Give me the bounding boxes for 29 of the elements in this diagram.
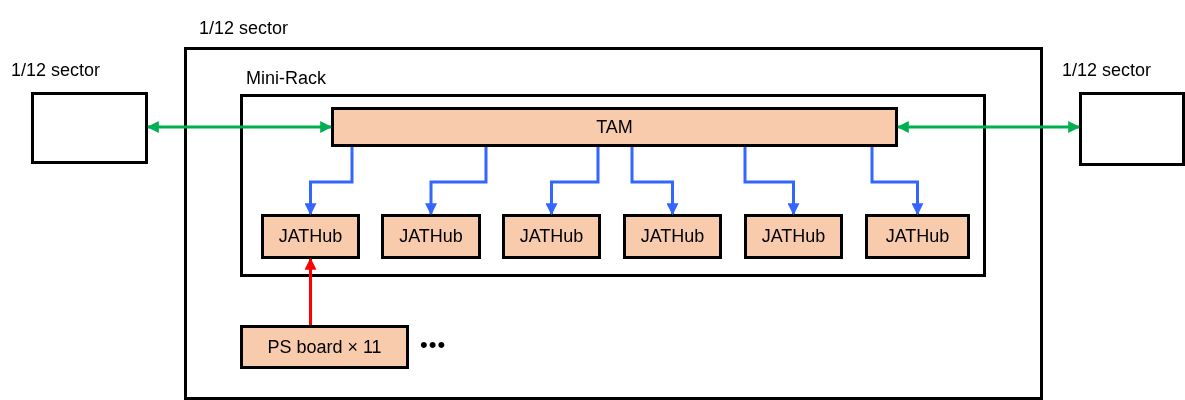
arrow xyxy=(870,147,924,216)
heading: Mini-Rack xyxy=(246,68,326,89)
arrow xyxy=(146,121,333,133)
node-label: JATHub xyxy=(399,226,463,247)
arrow xyxy=(743,147,800,216)
node-label: PS board × 11 xyxy=(267,336,382,358)
hub-box xyxy=(623,214,722,259)
hub-box xyxy=(261,214,360,259)
hub-box xyxy=(502,214,601,259)
hub-box xyxy=(744,214,843,259)
node-label: JATHub xyxy=(885,226,950,247)
hub-box xyxy=(865,214,970,259)
node-label: JATHub xyxy=(278,226,343,247)
hub-box xyxy=(381,214,481,259)
arrow xyxy=(896,121,1081,133)
heading: 1/12 sector xyxy=(1062,60,1152,81)
heading: 1/12 sector xyxy=(199,18,289,39)
module-box xyxy=(331,107,898,147)
heading: 1/12 sector xyxy=(11,60,101,81)
node-label: JATHub xyxy=(761,226,826,247)
arrow xyxy=(545,147,600,216)
arrow xyxy=(425,147,488,216)
node-label: JATHub xyxy=(640,226,705,247)
node-label: JATHub xyxy=(519,226,584,247)
arrow xyxy=(304,257,317,325)
arrow xyxy=(304,147,354,216)
arrow xyxy=(630,147,679,216)
node-label: TAM xyxy=(596,116,633,138)
ellipsis: ••• xyxy=(420,332,447,358)
